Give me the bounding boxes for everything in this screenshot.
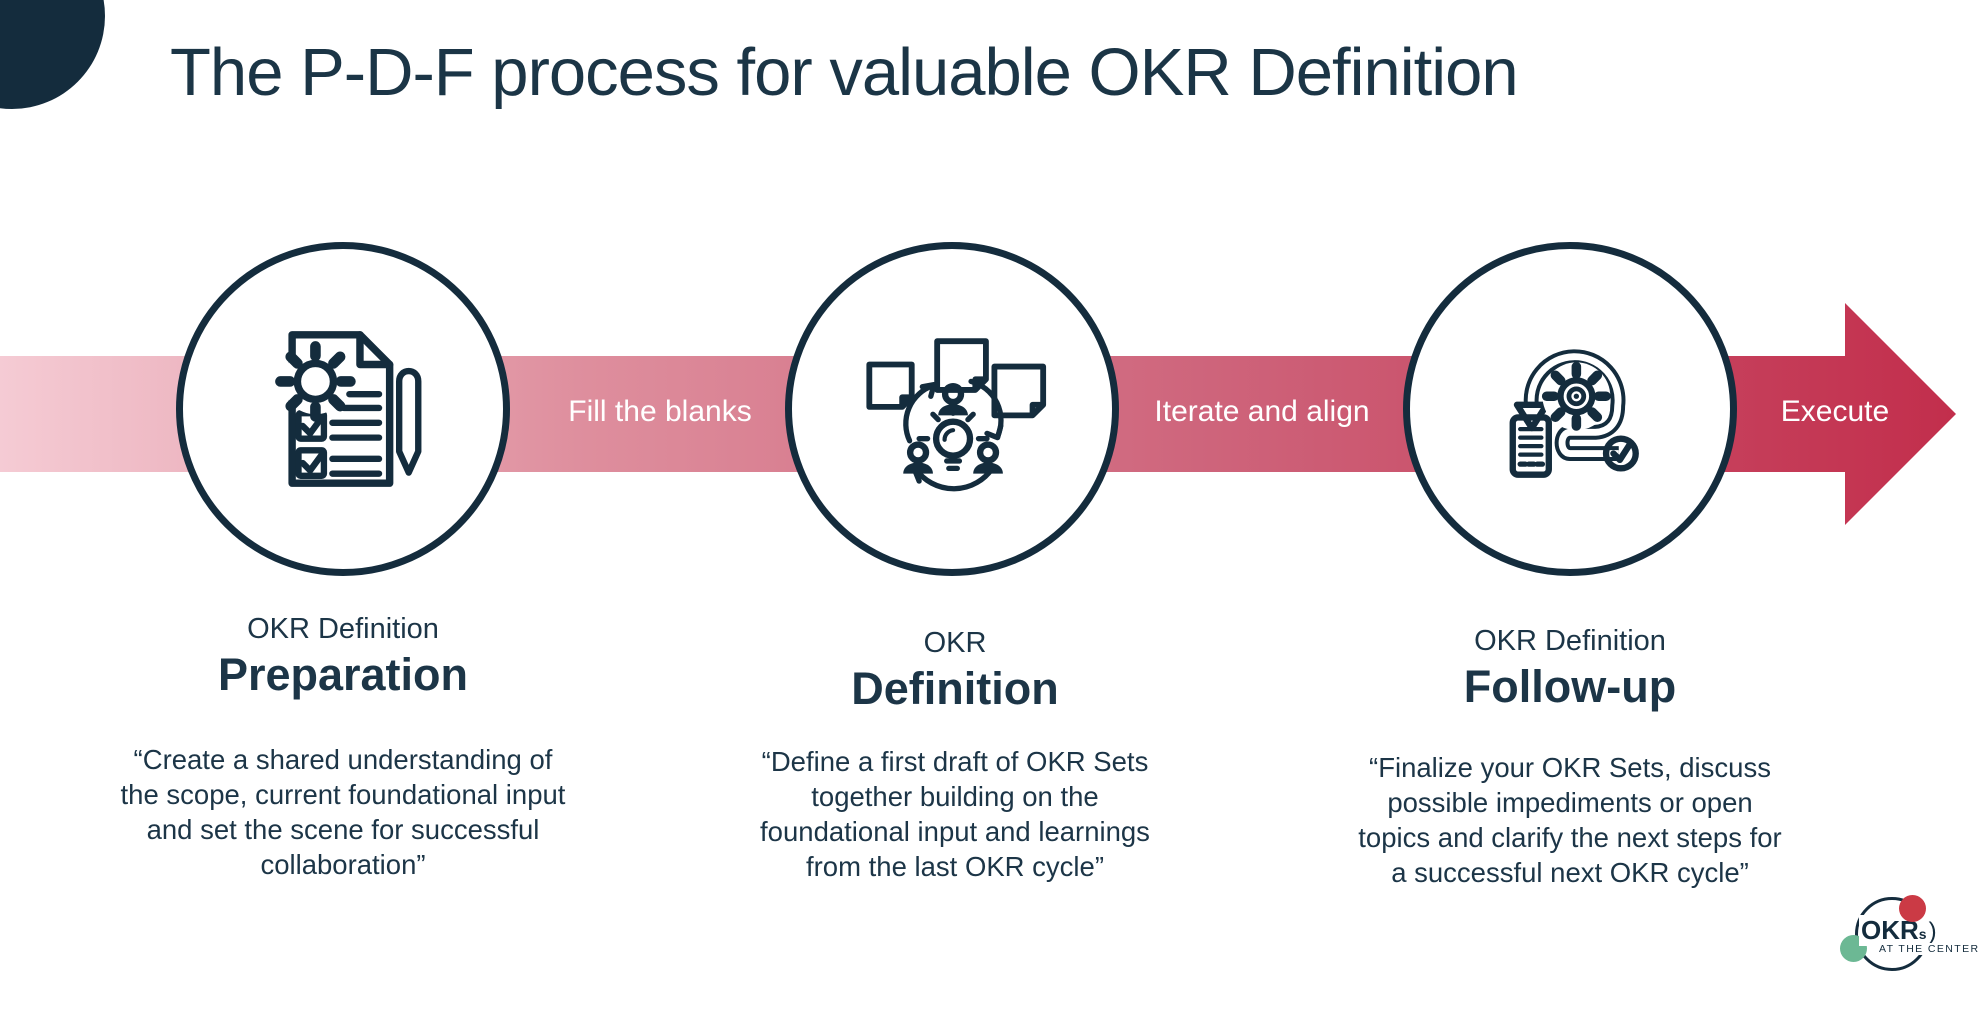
step-subtitle: OKR Definition	[247, 613, 439, 645]
step-text-preparation: OKR Definition Preparation “Create a sha…	[93, 612, 593, 882]
okrs-at-the-center-logo: OKRs) AT THE CENTER	[1840, 893, 1980, 983]
document-gear-checklist-icon	[275, 331, 422, 487]
logo-paren: )	[1928, 918, 1937, 945]
iteration-review-icon	[1509, 349, 1639, 478]
step-text-definition: OKR Definition “Define a first draft of …	[705, 626, 1205, 884]
step-title-definition: Definition	[851, 663, 1059, 714]
step-quote: “Create a shared understanding of the sc…	[120, 744, 566, 880]
step-subtitle: OKR Definition	[1474, 625, 1666, 657]
logo-sub-s: s	[1918, 926, 1927, 942]
step-circle-preparation	[176, 242, 510, 576]
page-title: The P-D-F process for valuable OKR Defin…	[170, 35, 1519, 110]
step-title-followup: Follow-up	[1463, 661, 1677, 712]
step-circle-definition	[785, 242, 1119, 576]
step-quote: “Finalize your OKR Sets, discuss possibl…	[1358, 752, 1782, 888]
logo-red-dot	[1899, 895, 1926, 922]
step-title-preparation: Preparation	[217, 649, 469, 700]
step-circle-followup	[1403, 242, 1737, 576]
logo-tagline: AT THE CENTER	[1877, 943, 1980, 955]
collaboration-idea-icon	[866, 338, 1047, 492]
step-quote: “Define a first draft of OKR Sets togeth…	[760, 746, 1150, 882]
arrow-segment-label-fill-the-blanks: Fill the blanks	[568, 395, 752, 428]
logo-wordmark: OKRs)	[1859, 915, 1939, 946]
arrow-segment-label-iterate-and-align: Iterate and align	[1154, 395, 1370, 428]
step-subtitle: OKR	[923, 627, 987, 659]
arrow-segment-label-execute: Execute	[1780, 395, 1890, 428]
step-text-followup: OKR Definition Follow-up “Finalize your …	[1320, 624, 1820, 890]
corner-decoration-circle	[0, 0, 105, 109]
